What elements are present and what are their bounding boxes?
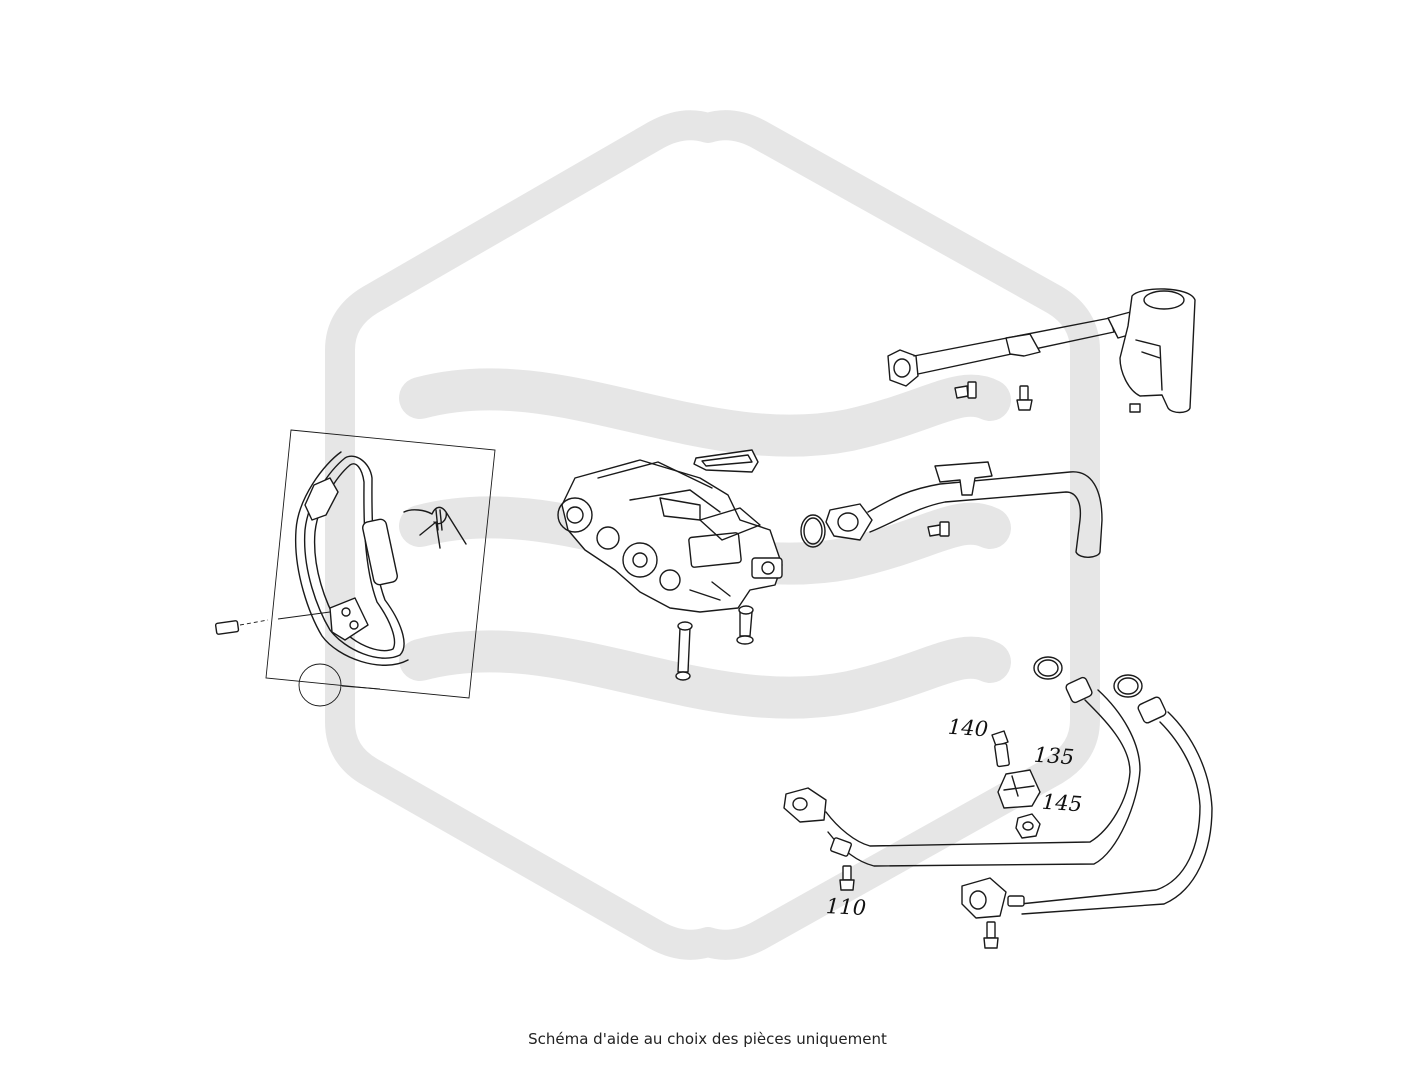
bolt-upper-2 [1016,385,1033,411]
label-145: 145 [1041,790,1083,817]
pin-left [675,621,693,681]
diagram-caption: Schéma d'aide au choix des pièces unique… [528,1030,887,1048]
oil-pipe-lower-left [783,656,1141,867]
bolt-middle [927,521,950,537]
bolt-140 [991,730,1010,768]
clip-135 [997,769,1041,809]
oil-pump-housing [557,459,783,613]
bolt-upper-1 [954,381,977,399]
bolt-110 [839,865,855,891]
label-140: 140 [947,715,989,742]
oil-pipe-lower-right [961,674,1213,919]
nut-145 [1015,813,1041,839]
gasket-top [693,449,759,473]
bolt-lower-right [983,921,999,949]
label-135: 135 [1033,743,1075,770]
chain-inset-box [265,429,496,707]
o-ring-middle [800,514,826,548]
suction-pipe-upper [887,288,1196,414]
suction-pipe-middle [825,461,1103,558]
timing-chain [294,451,467,666]
bolt-left [214,611,331,635]
label-110: 110 [825,894,866,920]
pin-right [736,605,754,645]
